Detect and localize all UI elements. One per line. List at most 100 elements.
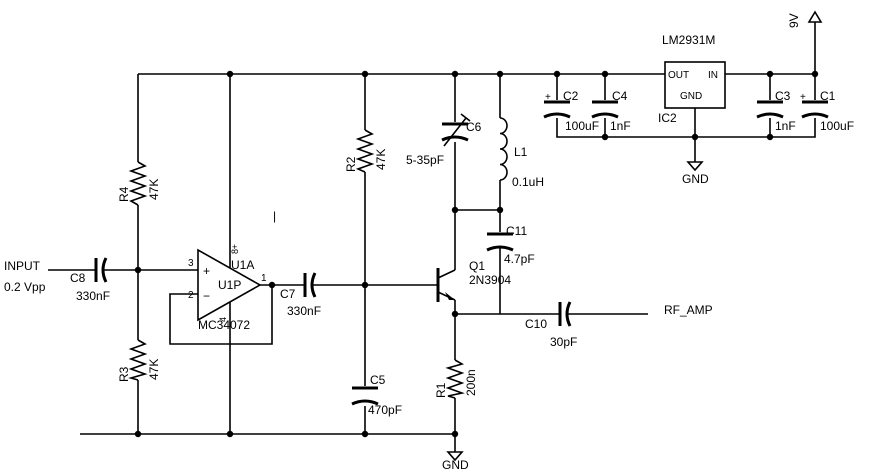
c5-ref: C5 bbox=[370, 373, 386, 387]
junction-dot bbox=[361, 281, 369, 289]
c7-ref: C7 bbox=[280, 287, 296, 301]
junction-dot bbox=[496, 70, 504, 78]
ground-symbol-regulator: GND bbox=[682, 161, 709, 186]
gnd-label-emitter: GND bbox=[442, 458, 469, 472]
c1-polarity: + bbox=[800, 92, 806, 103]
c3-ref: C3 bbox=[775, 89, 791, 103]
c3-value: 1nF bbox=[775, 119, 796, 133]
r3-value: 47K bbox=[147, 359, 161, 380]
r4-ref: R4 bbox=[117, 186, 131, 202]
opamp-pin-vee: 4 bbox=[218, 317, 228, 322]
cursor-mark: | bbox=[273, 209, 276, 223]
resistor-r4: R4 47K bbox=[117, 161, 161, 206]
junction-dot bbox=[496, 206, 504, 214]
junction-dot bbox=[268, 281, 276, 289]
opamp-part: MC34072 bbox=[198, 318, 250, 332]
r2-ref: R2 bbox=[344, 156, 358, 172]
opamp-ref: U1A bbox=[231, 258, 254, 272]
c6-value: 5-35pF bbox=[406, 153, 444, 167]
junction-dot bbox=[361, 430, 369, 438]
junction-dot bbox=[451, 206, 459, 214]
junction-dot bbox=[226, 70, 234, 78]
c8-value: 330nF bbox=[76, 289, 110, 303]
capacitor-c8: C8 330nF bbox=[70, 257, 110, 303]
c2-ref: C2 bbox=[563, 89, 579, 103]
ic2-pin-in: IN bbox=[708, 70, 718, 81]
capacitor-c2: + C2 100uF bbox=[543, 89, 599, 133]
junction-dot bbox=[601, 70, 609, 78]
supply-label: 9V bbox=[787, 13, 801, 28]
capacitor-c5: C5 470pF bbox=[351, 373, 402, 417]
capacitor-c7: C7 330nF bbox=[280, 272, 321, 318]
opamp-pin-minus: 2 bbox=[188, 290, 194, 301]
rf-amp-label: RF_AMP bbox=[664, 303, 713, 317]
c11-ref: C11 bbox=[506, 224, 527, 238]
regulator-ic2: OUT IN GND LM2931M IC2 bbox=[658, 33, 726, 125]
opamp-unit: U1P bbox=[218, 278, 241, 292]
capacitor-c3: C3 1nF bbox=[756, 89, 796, 133]
r1-value: 200n bbox=[464, 369, 478, 396]
junction-dot bbox=[811, 70, 819, 78]
junction-dot bbox=[134, 266, 142, 274]
r1-ref: R1 bbox=[434, 382, 448, 398]
r4-value: 47K bbox=[147, 179, 161, 200]
opamp-pin-out: 1 bbox=[261, 273, 267, 284]
l1-value: 0.1uH bbox=[512, 175, 544, 189]
opamp-supply-mark: + bbox=[232, 242, 237, 252]
junction-dot bbox=[451, 310, 459, 318]
trimmer-capacitor-c6: C6 5-35pF bbox=[406, 113, 482, 167]
input-level: 0.2 Vpp bbox=[4, 280, 46, 294]
capacitor-c10: C10 30pF bbox=[525, 301, 577, 349]
c1-value: 100uF bbox=[820, 119, 854, 133]
ic2-ref: IC2 bbox=[658, 111, 677, 125]
resistor-r2: R2 47K bbox=[344, 129, 388, 173]
junction-dot bbox=[226, 430, 234, 438]
ground-symbol-emitter: GND bbox=[442, 451, 469, 472]
c11-value: 4.7pF bbox=[504, 252, 535, 266]
r2-value: 47K bbox=[374, 149, 388, 170]
c10-ref: C10 bbox=[525, 317, 547, 331]
junction-dot bbox=[361, 70, 369, 78]
junction-dot bbox=[451, 430, 459, 438]
l1-ref: L1 bbox=[514, 145, 528, 159]
junction-dot bbox=[601, 133, 609, 141]
q1-ref: Q1 bbox=[469, 259, 485, 273]
ic2-pin-out: OUT bbox=[668, 70, 689, 81]
inductor-l1: L1 0.1uH bbox=[499, 117, 544, 189]
transistor-q1: Q1 2N3904 bbox=[436, 259, 511, 302]
opamp-u1a: + − 3 2 1 8 4 + U1A U1P MC34072 bbox=[188, 242, 267, 332]
input-label: INPUT bbox=[4, 259, 41, 273]
opamp-minus-sign: − bbox=[203, 289, 210, 303]
r3-ref: R3 bbox=[117, 366, 131, 382]
junction-dot bbox=[691, 133, 699, 141]
junction-dot bbox=[766, 70, 774, 78]
junction-dot bbox=[451, 70, 459, 78]
c2-polarity: + bbox=[545, 92, 551, 103]
opamp-plus-sign: + bbox=[203, 264, 210, 278]
junction-dot bbox=[766, 133, 774, 141]
capacitor-c4: C4 1nF bbox=[591, 89, 631, 133]
q1-part: 2N3904 bbox=[469, 273, 511, 287]
junction-dot bbox=[553, 70, 561, 78]
resistor-r1: R1 200n bbox=[434, 359, 478, 399]
capacitor-c1: + C1 100uF bbox=[800, 89, 854, 133]
junction-dot bbox=[134, 430, 142, 438]
c2-value: 100uF bbox=[565, 119, 599, 133]
ic2-pin-gnd: GND bbox=[680, 91, 702, 102]
ic2-part: LM2931M bbox=[662, 33, 715, 47]
opamp-pin-vcc: 8 bbox=[230, 249, 240, 254]
supply-symbol-9v: 9V bbox=[787, 10, 823, 28]
opamp-pin-plus: 3 bbox=[188, 258, 194, 269]
gnd-label-regulator: GND bbox=[682, 172, 709, 186]
c1-ref: C1 bbox=[820, 89, 836, 103]
c6-ref: C6 bbox=[466, 120, 482, 134]
c7-value: 330nF bbox=[287, 304, 321, 318]
junctions bbox=[134, 70, 819, 438]
c10-value: 30pF bbox=[550, 335, 577, 349]
c5-value: 470pF bbox=[368, 403, 402, 417]
resistor-r3: R3 47K bbox=[117, 339, 161, 382]
c8-ref: C8 bbox=[70, 271, 86, 285]
capacitor-c11: C11 4.7pF bbox=[486, 224, 535, 266]
c4-value: 1nF bbox=[610, 119, 631, 133]
